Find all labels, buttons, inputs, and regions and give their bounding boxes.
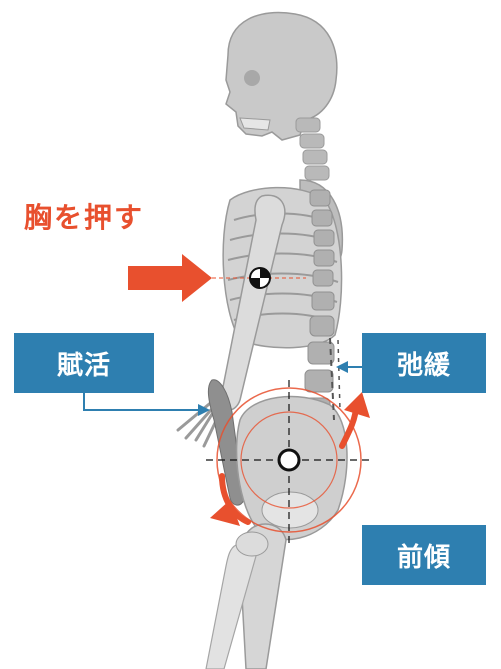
center-of-mass-icon: [250, 268, 270, 288]
relaxation-label-text: 弛緩: [397, 345, 451, 382]
activation-label: 賦活: [14, 333, 154, 393]
anterior-tilt-label: 前傾: [362, 525, 486, 585]
push-chest-label: 胸を押す: [24, 196, 144, 236]
relaxation-label: 弛緩: [362, 333, 486, 393]
activation-label-text: 賦活: [57, 345, 111, 382]
cervical-spine: [296, 118, 329, 180]
anterior-tilt-label-text: 前傾: [397, 537, 451, 574]
legs: [206, 524, 286, 669]
